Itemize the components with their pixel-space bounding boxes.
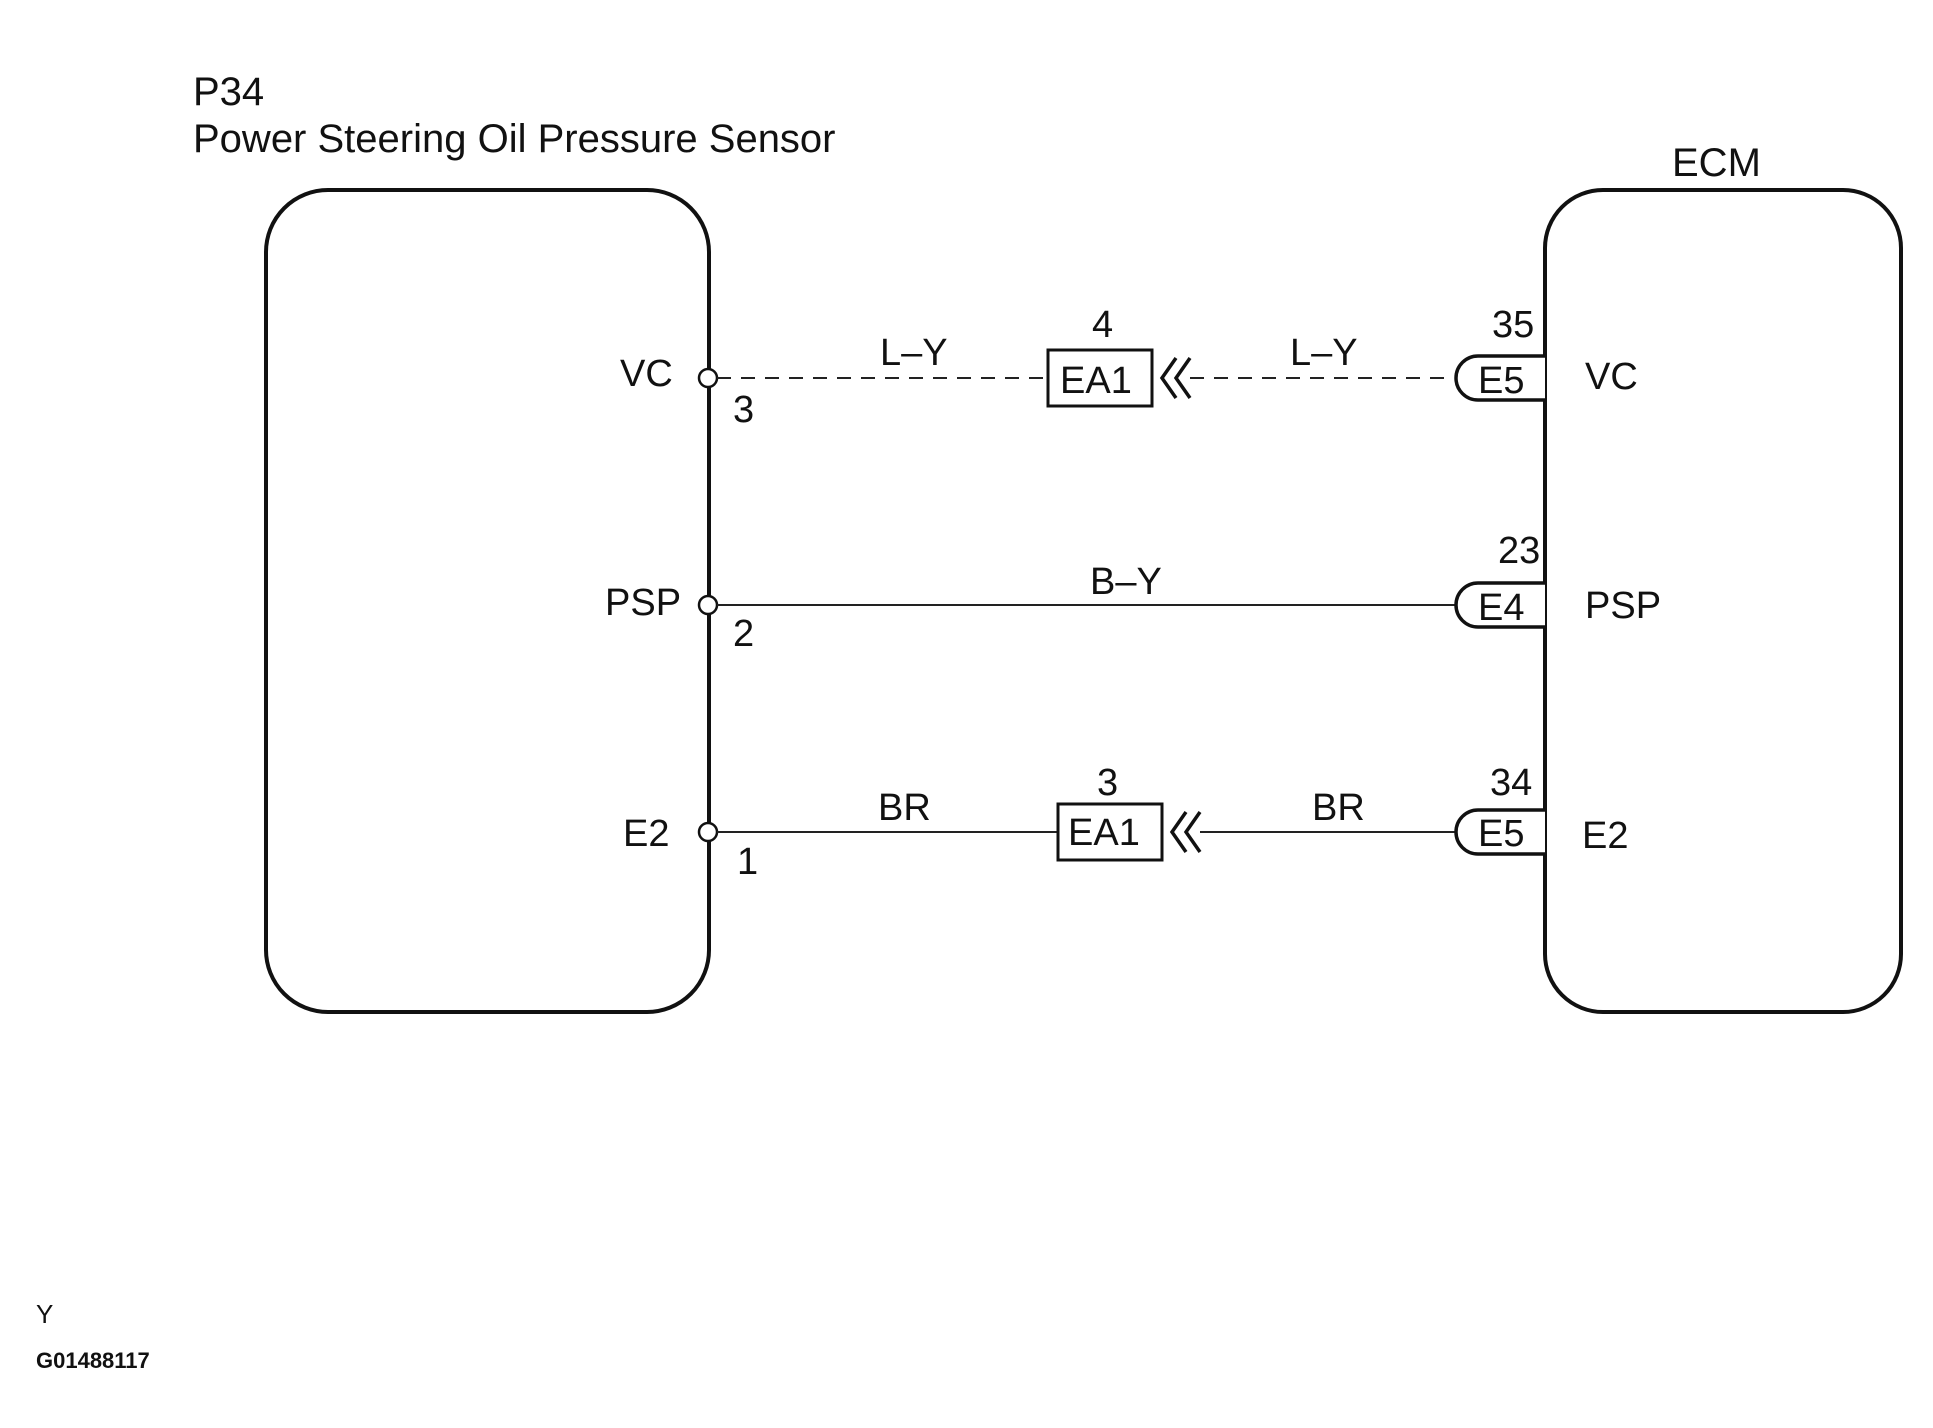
ecm-pin-34: 34	[1490, 762, 1532, 804]
sensor-terminal-vc: VC	[620, 353, 673, 395]
ecm-connector-e5-e2	[1454, 808, 1545, 856]
ecm-connector-label-e2: E5	[1478, 813, 1524, 855]
connector-chevron-e2	[1169, 810, 1202, 854]
footer-mark: Y	[36, 1299, 53, 1329]
terminal-circle-e2	[697, 821, 719, 843]
junction-ea1-e2	[1056, 802, 1164, 862]
wire-color-vc-right: L–Y	[1290, 332, 1358, 374]
ecm-connector-label-psp: E4	[1478, 587, 1524, 629]
sensor-name: Power Steering Oil Pressure Sensor	[193, 117, 836, 161]
junction-pin-4: 4	[1092, 304, 1113, 346]
sensor-terminal-e2: E2	[623, 813, 669, 855]
ecm-terminal-vc: VC	[1585, 356, 1638, 398]
ecm-connector-e4-psp	[1454, 581, 1545, 629]
ecm-pin-35: 35	[1492, 304, 1534, 346]
junction-pin-3: 3	[1097, 762, 1118, 804]
terminal-circle-vc	[697, 367, 719, 389]
ecm-terminal-e2: E2	[1582, 815, 1628, 857]
wire-color-e2-left: BR	[878, 787, 931, 829]
wire-color-psp: B–Y	[1090, 561, 1162, 603]
ecm-terminal-psp: PSP	[1585, 585, 1661, 627]
wire-color-vc-left: L–Y	[880, 332, 948, 374]
ecm-pin-23: 23	[1498, 530, 1540, 572]
ecm-connector-label-vc: E5	[1478, 360, 1524, 402]
junction-ea1-vc	[1046, 348, 1154, 408]
sensor-pin-2: 2	[733, 613, 754, 655]
ecm-connector-e5-vc	[1454, 354, 1545, 402]
connector-chevron-vc	[1159, 356, 1192, 400]
figure-id: G01488117	[36, 1348, 150, 1373]
sensor-pin-1: 1	[737, 841, 758, 883]
sensor-pin-3: 3	[733, 389, 754, 431]
terminal-circle-psp	[697, 594, 719, 616]
ecm-name: ECM	[1672, 141, 1761, 185]
wire-color-e2-right: BR	[1312, 787, 1365, 829]
sensor-code: P34	[193, 70, 264, 114]
sensor-terminal-psp: PSP	[605, 582, 681, 624]
junction-label-e2: EA1	[1068, 812, 1140, 854]
junction-label-vc: EA1	[1060, 360, 1132, 402]
